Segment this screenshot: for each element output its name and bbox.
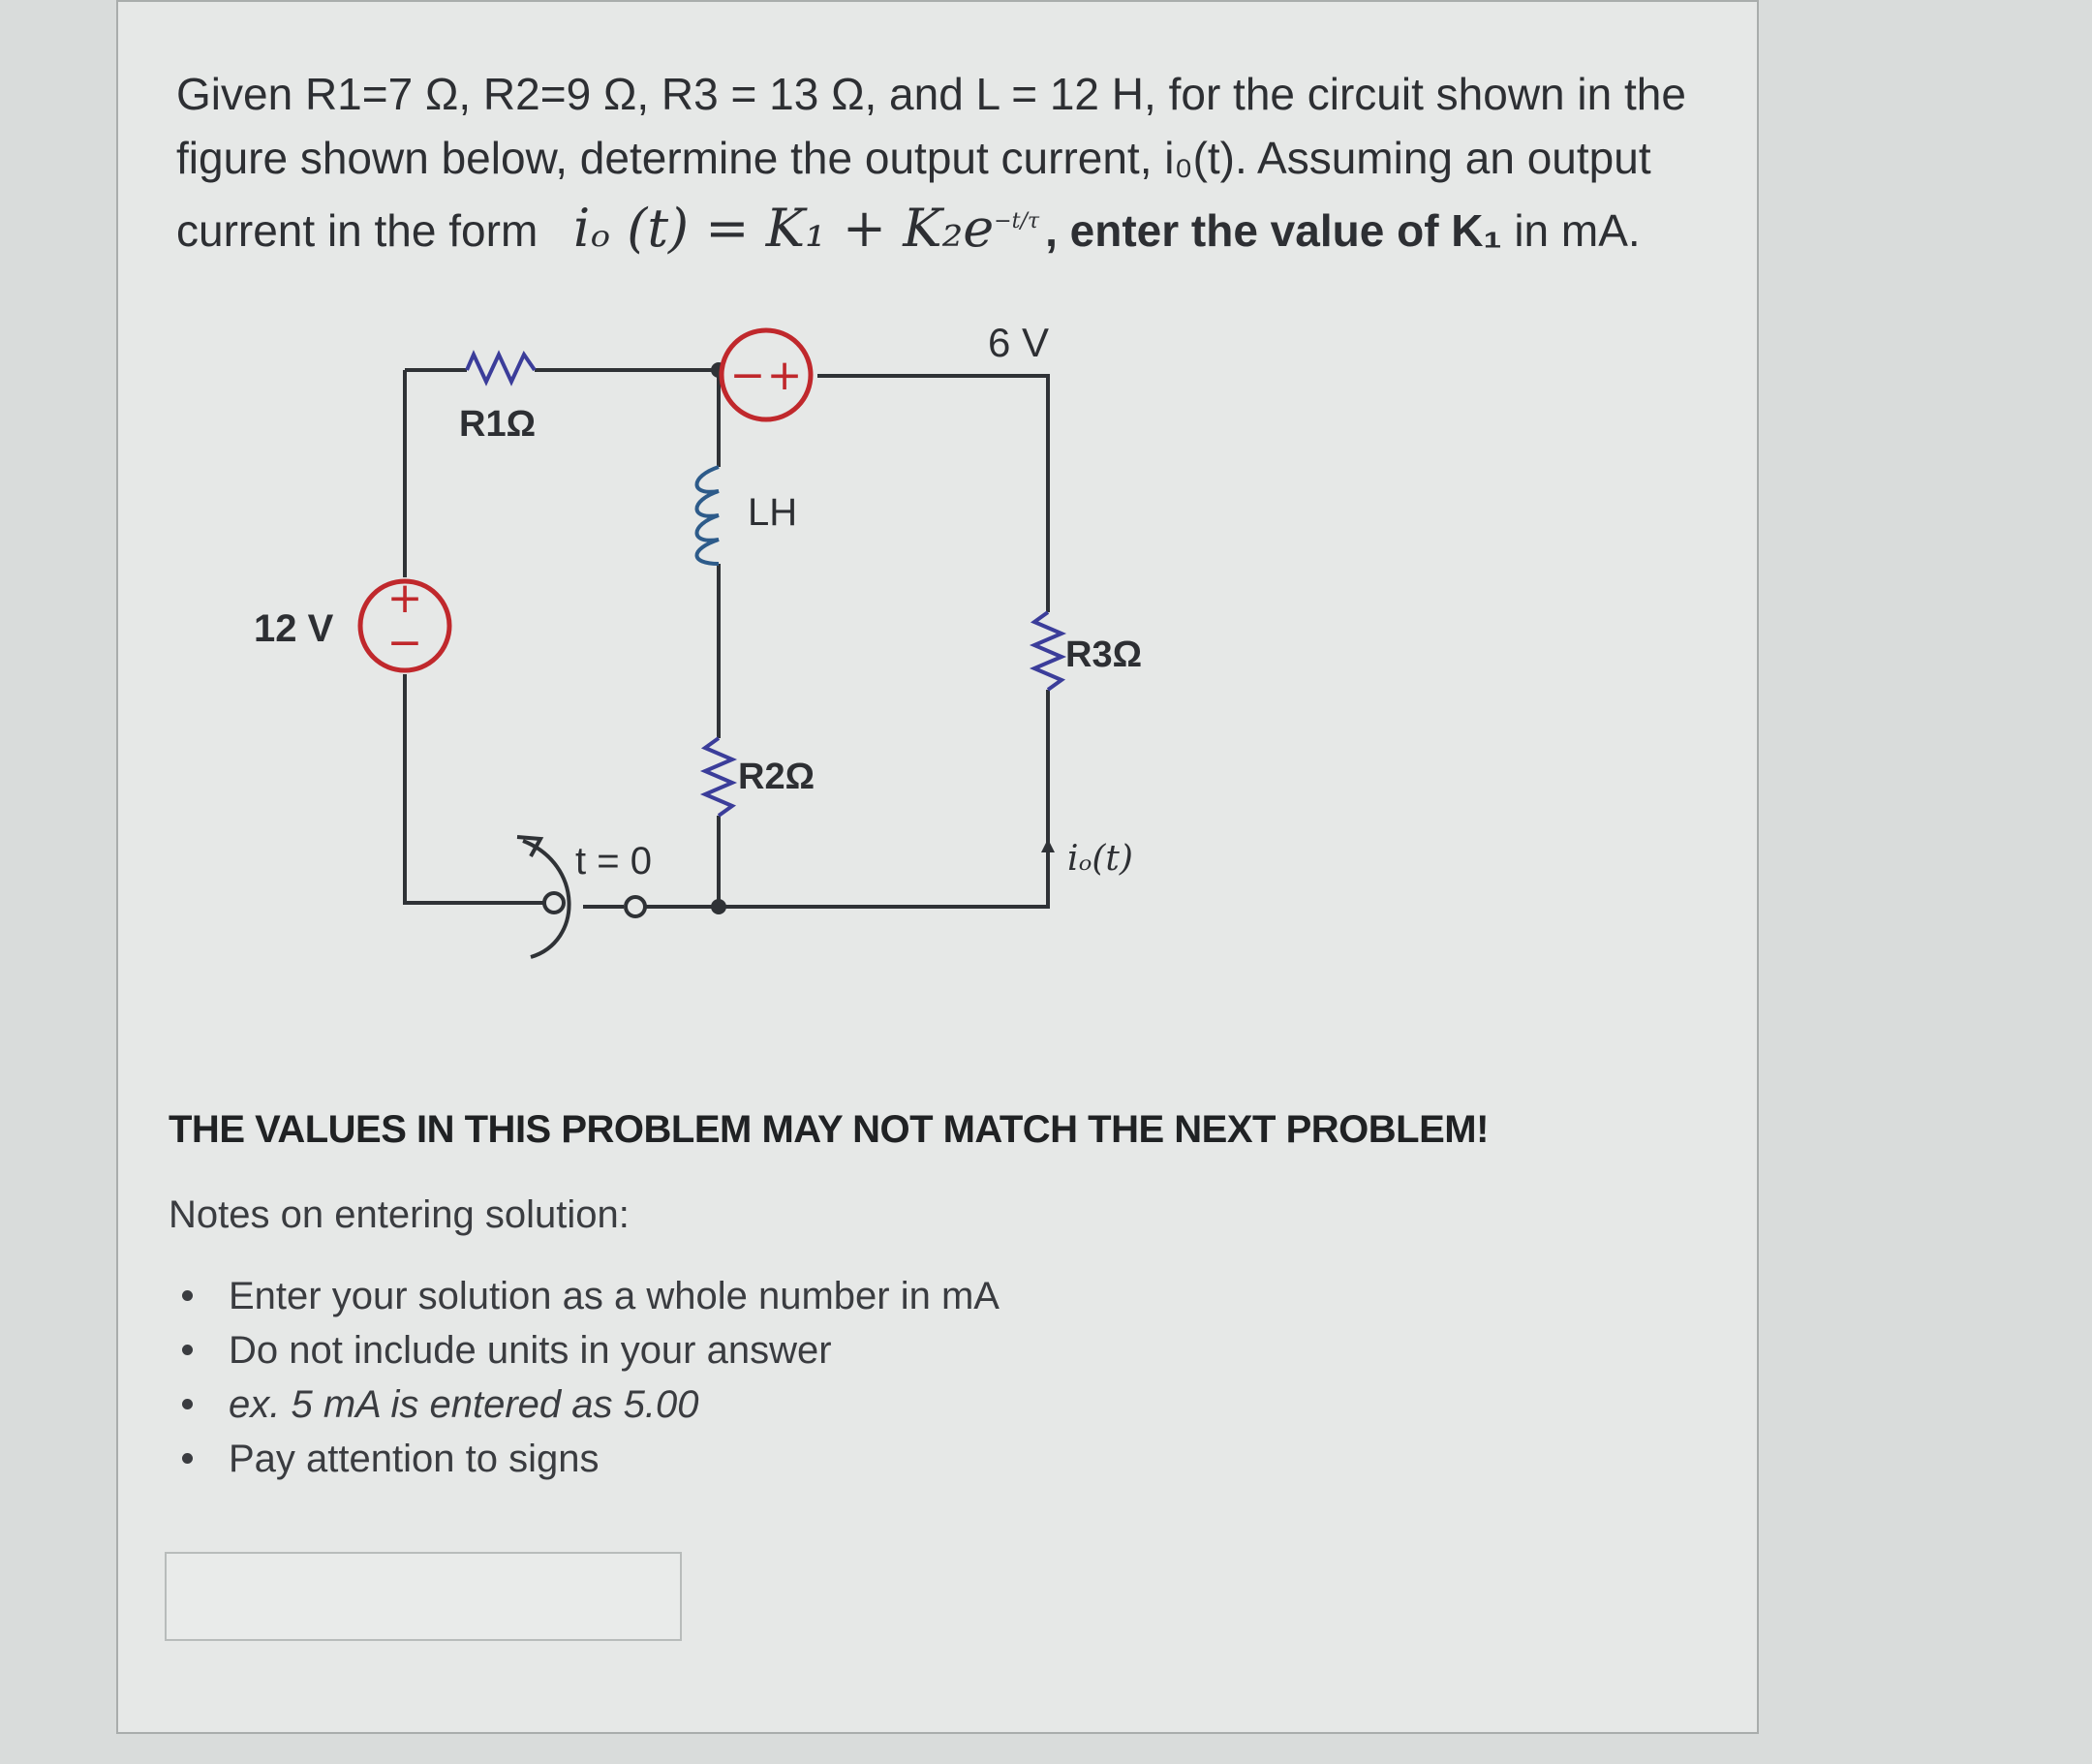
source-12v-plus: + bbox=[387, 573, 423, 623]
question-line-3-bold: , enter the value of K₁ bbox=[1045, 205, 1502, 256]
resistor-r1 bbox=[465, 350, 537, 387]
switch-terminal-left bbox=[542, 891, 566, 914]
wire-bottom bbox=[641, 690, 1050, 909]
formula-exponent: −t/τ bbox=[994, 209, 1040, 233]
voltage-source-12v bbox=[357, 578, 452, 673]
note-item: ex. 5 mA is entered as 5.00 bbox=[169, 1377, 1000, 1432]
wire-top-right bbox=[817, 374, 1050, 612]
note-text: Enter your solution as a whole number in… bbox=[229, 1275, 1000, 1317]
bullet-icon bbox=[182, 1399, 193, 1409]
note-text: Do not include units in your answer bbox=[229, 1329, 832, 1372]
question-line-1: Given R1=7 Ω, R2=9 Ω, R3 = 13 Ω, and L =… bbox=[176, 69, 1686, 119]
switch-arc bbox=[522, 839, 571, 959]
question-line-3-prefix: current in the form bbox=[176, 205, 538, 256]
inductor-l bbox=[694, 465, 720, 566]
switch-arrow-top bbox=[516, 835, 544, 857]
label-l: LH bbox=[748, 491, 797, 534]
source-6v-plus: + bbox=[767, 351, 803, 400]
question-text: Given R1=7 Ω, R2=9 Ω, R3 = 13 Ω, and L =… bbox=[176, 62, 1726, 263]
notes-title: Notes on entering solution: bbox=[169, 1193, 630, 1236]
question-card: Given R1=7 Ω, R2=9 Ω, R3 = 13 Ω, and L =… bbox=[116, 0, 1759, 1734]
label-12v: 12 V bbox=[254, 607, 334, 650]
question-line-3-suffix: in mA. bbox=[1501, 205, 1641, 256]
label-switch-time: t = 0 bbox=[575, 840, 652, 882]
warning-text: THE VALUES IN THIS PROBLEM MAY NOT MATCH… bbox=[169, 1108, 1489, 1151]
wire-left-lower bbox=[403, 674, 548, 905]
resistor-r3 bbox=[1029, 610, 1067, 692]
resistor-r2 bbox=[699, 736, 738, 818]
voltage-source-6v bbox=[719, 327, 814, 422]
label-6v: 6 V bbox=[988, 322, 1049, 365]
note-text: Pay attention to signs bbox=[229, 1438, 600, 1480]
switch-terminal-right bbox=[624, 895, 647, 918]
question-line-2: figure shown below, determine the output… bbox=[176, 133, 1651, 183]
bullet-icon bbox=[182, 1290, 193, 1301]
io-arrowhead bbox=[1041, 839, 1055, 852]
note-item: Do not include units in your answer bbox=[169, 1323, 1000, 1377]
label-r3: R3Ω bbox=[1065, 634, 1142, 675]
label-r1: R1Ω bbox=[459, 404, 536, 445]
source-12v-minus: − bbox=[387, 618, 423, 667]
bullet-icon bbox=[182, 1453, 193, 1464]
label-r2: R2Ω bbox=[738, 757, 815, 797]
question-line-3: current in the form iₒ (t) = K₁ + K₂e−t/… bbox=[176, 190, 1726, 263]
output-current-formula: iₒ (t) = K₁ + K₂e−t/τ bbox=[573, 198, 1039, 259]
label-io: iₒ(t) bbox=[1067, 839, 1133, 879]
source-6v-minus: − bbox=[730, 351, 766, 400]
answer-input[interactable] bbox=[165, 1552, 682, 1641]
junction-bottom bbox=[711, 899, 726, 914]
note-text: ex. 5 mA is entered as 5.00 bbox=[229, 1383, 699, 1426]
notes-list: Enter your solution as a whole number in… bbox=[169, 1269, 1000, 1486]
note-item: Enter your solution as a whole number in… bbox=[169, 1269, 1000, 1323]
formula-main: iₒ (t) = K₁ + K₂e bbox=[573, 198, 995, 259]
bullet-icon bbox=[182, 1345, 193, 1355]
circuit-diagram: + − − + 6 V 12 V R1Ω LH R2Ω R3Ω t = 0 iₒ… bbox=[254, 322, 1142, 959]
note-item: Pay attention to signs bbox=[169, 1432, 1000, 1486]
